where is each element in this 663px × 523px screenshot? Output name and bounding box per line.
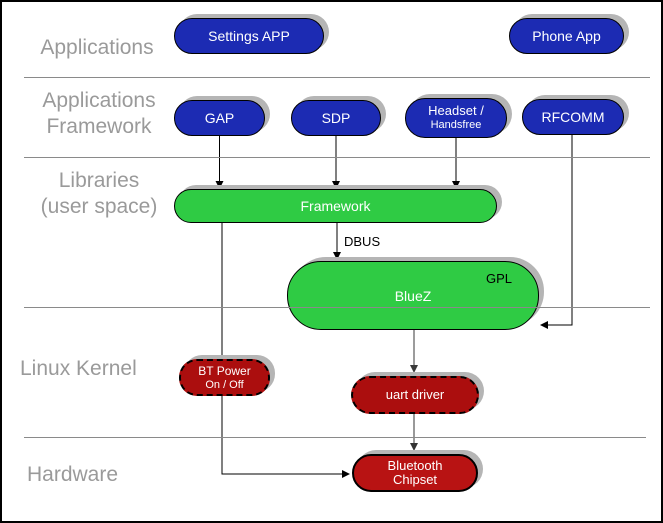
node-label: Chipset — [392, 472, 438, 487]
layer-label-line: Framework — [46, 115, 152, 138]
layer-label-hardware: Hardware — [27, 462, 118, 488]
layer-label-line: Linux Kernel — [20, 357, 137, 380]
layer-label-line: Applications — [42, 89, 156, 112]
layer-label-line: Applications — [40, 36, 154, 59]
node-settings-app: Settings APP — [174, 18, 324, 54]
node-label: Handsfree — [430, 119, 482, 131]
edge-gap-framework — [215, 136, 224, 189]
node-sdp: SDP — [291, 100, 381, 136]
edge-rfcomm-bluez — [540, 135, 573, 329]
node-uart-driver: uart driver — [351, 376, 479, 414]
node-bluetooth-chipset: Bluetooth Chipset — [352, 454, 478, 492]
node-rfcomm: RFCOMM — [522, 99, 624, 135]
node-label: BlueZ — [394, 287, 432, 304]
node-label: Phone App — [532, 28, 601, 44]
node-label: Bluetooth — [387, 458, 443, 473]
node-headset-handsfree: Headset / Handsfree — [405, 98, 507, 138]
layer-label-line: Hardware — [27, 463, 119, 486]
node-phone-app: Phone App — [509, 18, 624, 54]
node-label: GAP — [204, 110, 235, 126]
node-label: Headset / — [428, 103, 484, 118]
layer-label-line: (user space) — [40, 195, 158, 218]
node-label: Framework — [300, 198, 371, 214]
layer-label-line: Libraries — [58, 169, 140, 192]
node-gap: GAP — [174, 100, 265, 136]
layer-label-applications: Applications — [22, 35, 172, 61]
edge-sdp-framework — [332, 136, 340, 189]
edge-headset-framework — [452, 138, 460, 189]
layer-label-libraries: Libraries (user space) — [20, 168, 178, 220]
node-label: uart driver — [385, 387, 445, 402]
dbus-label: DBUS — [344, 234, 381, 249]
node-bt-power: BT Power On / Off — [179, 359, 270, 396]
node-framework: Framework — [174, 189, 497, 223]
node-label: BT Power — [198, 363, 251, 378]
edge-framework-bluez-dbus — [333, 223, 341, 260]
node-label: SDP — [321, 110, 351, 126]
node-label: Settings APP — [208, 28, 290, 44]
node-label: On / Off — [205, 378, 244, 391]
edge-uart-chipset — [410, 414, 418, 451]
gpl-badge: GPL — [486, 271, 513, 286]
layer-label-linux-kernel: Linux Kernel — [20, 356, 137, 382]
edge-bluez-uart — [410, 330, 418, 373]
node-label: RFCOMM — [541, 109, 605, 125]
layer-label-applications-framework: Applications Framework — [20, 88, 178, 140]
